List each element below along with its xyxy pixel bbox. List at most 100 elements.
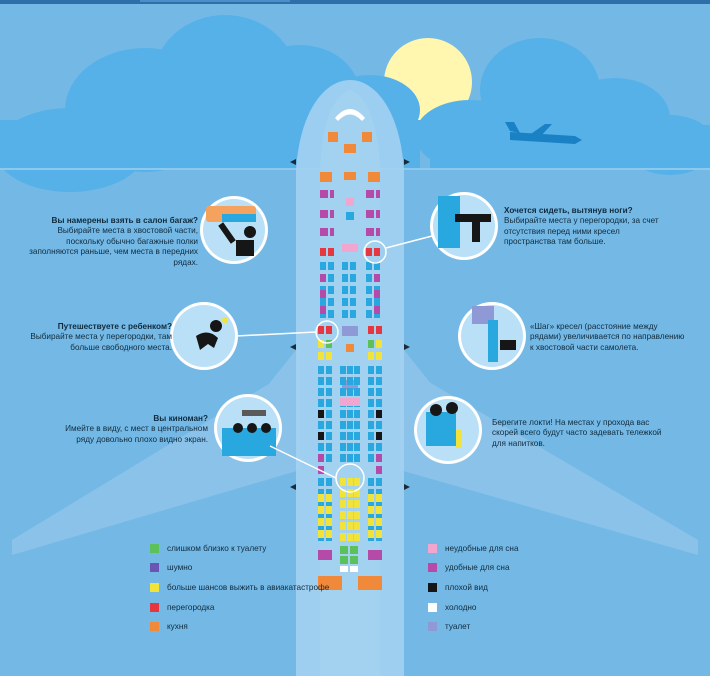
seat [350,298,356,306]
cockpit-window [335,109,365,121]
seat [318,518,324,526]
seat [342,244,358,252]
seat [347,489,353,497]
seat [347,410,353,418]
seat [318,576,342,590]
tip-legs: Хочется сидеть, вытянув ноги? Выбирайте … [504,206,664,248]
seat [350,274,356,282]
tip-legs-illustration [430,192,498,260]
seat [326,377,332,385]
seat [347,388,353,396]
seat [347,421,353,429]
tip-child-illustration [170,302,238,370]
legend-swatch [150,544,159,553]
legend-swatch [150,563,159,572]
seat [318,494,324,502]
seat [318,326,324,334]
seat [376,377,382,385]
highlight-markers [235,235,433,493]
seat [350,566,358,572]
seat-map [318,132,382,590]
seat [350,262,356,270]
seat [326,352,332,360]
legend-label: неудобные для сна [445,544,519,553]
legend-swatch [428,544,437,553]
seat [354,443,360,451]
seat [326,454,332,462]
seat [326,489,332,497]
tip-elbows-illustration [414,396,482,464]
seat [342,286,348,294]
seat [354,500,360,508]
seat [350,546,358,554]
seat [326,500,332,508]
seat [326,399,332,407]
seat [374,248,380,256]
tip-movie-title: Вы киноман? [153,414,208,423]
seat [326,340,332,348]
seat [346,212,354,220]
seat [328,274,334,282]
seat [366,274,372,282]
seat [318,399,324,407]
legend-item: удобные для сна [428,563,510,572]
legend-item: больше шансов выжить в авиакатастрофе [150,583,329,592]
legend-item: перегородка [150,603,214,612]
seat [354,533,360,541]
seat [347,432,353,440]
seat [376,511,382,519]
seat [320,262,326,270]
seat [368,326,374,334]
seat [366,298,372,306]
seat [376,210,380,218]
seat [376,228,380,236]
seat [326,494,332,502]
seat [347,443,353,451]
seat [368,172,380,182]
legend-label: перегородка [167,603,215,612]
seat [376,421,382,429]
seat [368,500,374,508]
seat [340,454,346,462]
seat [376,190,380,198]
seat [320,274,326,282]
seat [326,432,332,440]
seat [376,388,382,396]
seat [344,172,356,180]
seat [342,310,348,318]
seat [368,530,374,538]
seat [376,500,382,508]
seat [318,410,324,418]
seat [374,274,380,282]
seat [366,286,372,294]
seat [376,489,382,497]
seat [320,228,328,236]
seat [340,398,360,406]
seat [376,352,382,360]
seat [320,172,332,182]
legend-label: слишком близко к туалету [167,544,267,553]
tip-child-title: Путешествуете с ребенком? [57,322,172,331]
seat [376,518,382,526]
seat [340,489,346,497]
seat [328,310,334,318]
seat [366,310,372,318]
seat [368,454,374,462]
seat [368,489,374,497]
seat [366,228,374,236]
seat [350,310,356,318]
seat [318,340,324,348]
seat [330,228,334,236]
seat [318,443,324,451]
seat [376,530,382,538]
legend-label: плохой вид [445,583,488,592]
seat [354,489,360,497]
seat [368,443,374,451]
seat [340,522,346,530]
tip-child-text: Выбирайте места у перегородки, там больш… [30,332,172,352]
tip-movie-illustration [214,394,282,462]
legend-swatch [428,583,437,592]
door-markers [290,159,410,490]
seat [347,500,353,508]
